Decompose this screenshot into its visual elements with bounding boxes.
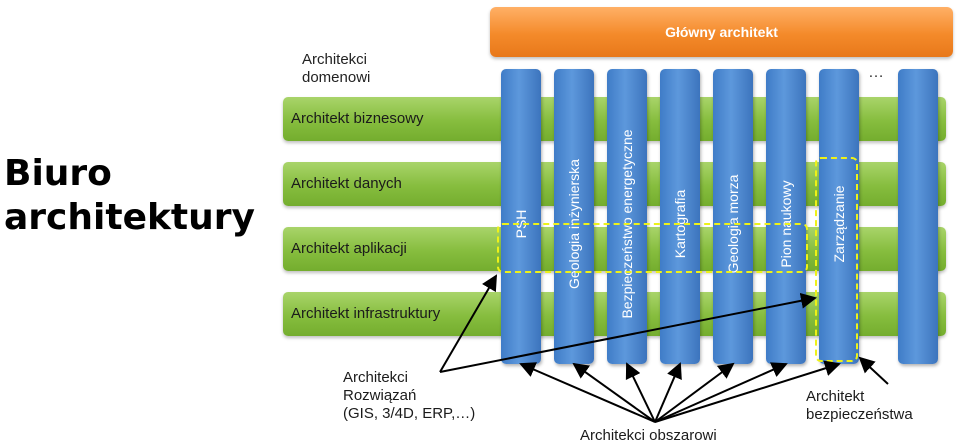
arrow-solution-to-management bbox=[439, 292, 817, 373]
arrow-area-to-cartography bbox=[654, 362, 682, 423]
domain-bar-label: Architekt aplikacji bbox=[291, 240, 407, 257]
area-column-cartography: Kartografia bbox=[660, 69, 700, 364]
area-column-management: Zarządzanie bbox=[819, 69, 859, 364]
arrow-area-to-engineering-geology bbox=[572, 362, 656, 423]
security-architect-label: Architekt bezpieczeństwa bbox=[806, 388, 913, 423]
chief-architect-box: Główny architekt bbox=[490, 7, 953, 57]
arrow-area-to-marine-geology bbox=[654, 362, 735, 423]
area-column-science: Pion naukowy bbox=[766, 69, 806, 364]
domain-bar-label: Architekt danych bbox=[291, 175, 402, 192]
more-columns-ellipsis: … bbox=[868, 64, 886, 81]
area-column-engineering-geology: Geologia inżynierska bbox=[554, 69, 594, 364]
solution-architects-label: Architekci Rozwiązań (GIS, 3/4D, ERP,…) bbox=[343, 369, 476, 422]
page-title: Biuro architektury bbox=[4, 153, 255, 238]
arrow-security-to-management bbox=[858, 356, 889, 385]
area-column-more bbox=[898, 69, 938, 364]
arrow-area-to-science bbox=[654, 362, 788, 423]
area-column-energy-security: Bezpieczeństwo energetyczne bbox=[607, 69, 647, 364]
arrow-area-to-psh bbox=[519, 362, 656, 423]
area-architects-label: Architekci obszarowi bbox=[580, 427, 717, 444]
arrow-area-to-energy-security bbox=[625, 362, 656, 423]
arrow-area-to-management bbox=[654, 360, 841, 423]
arrow-solution-to-highlight bbox=[439, 274, 498, 373]
domain-bar-label: Architekt infrastruktury bbox=[291, 305, 441, 322]
solution-architects-highlight bbox=[497, 223, 808, 273]
area-column-psh: PSH bbox=[501, 69, 541, 364]
domain-architects-label: Architekci domenowi bbox=[302, 51, 371, 86]
domain-bar-label: Architekt biznesowy bbox=[291, 110, 424, 127]
